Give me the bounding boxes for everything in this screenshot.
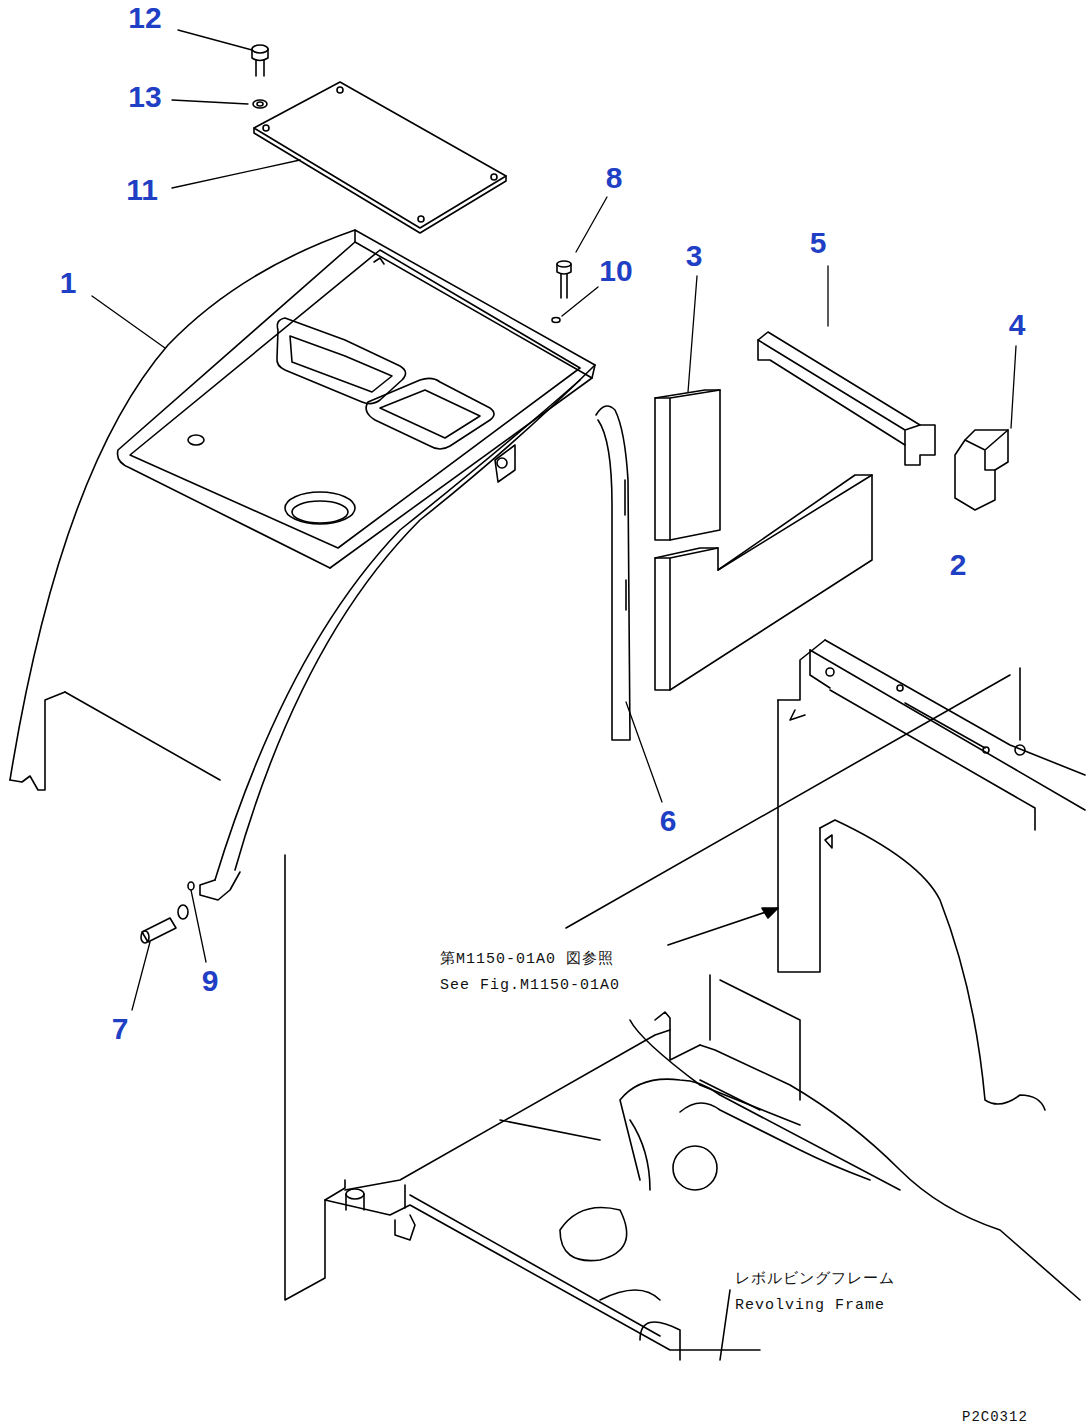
callout-number: 3 <box>686 241 703 271</box>
part-name: レボルビングフレーム <box>733 1271 897 1288</box>
callout-number: 7 <box>112 1014 129 1044</box>
callout-number: 13 <box>128 82 161 112</box>
callout-number: 1 <box>60 268 77 298</box>
reference-arrow <box>668 908 778 945</box>
insulation-parts <box>596 332 1008 740</box>
leader-lines <box>92 30 1016 1010</box>
bolt-8 <box>552 261 571 323</box>
console-cover <box>10 230 595 900</box>
revolving-frame <box>285 640 1085 1360</box>
callout-number: 10 <box>599 256 632 286</box>
reference-note: 第M1150-01A0 図参照 <box>438 951 616 968</box>
cover-plate <box>254 82 506 233</box>
callout-number: 6 <box>660 806 677 836</box>
callout-number: 4 <box>1009 310 1026 340</box>
part-name: Revolving Frame <box>733 1297 887 1314</box>
reference-note: See Fig.M1150-01A0 <box>438 977 622 994</box>
callout-number: 12 <box>128 3 161 33</box>
drawing-code: P2C0312 <box>962 1410 1028 1424</box>
bolt-7 <box>141 882 194 943</box>
bolt-12 <box>252 45 268 108</box>
callout-number: 5 <box>810 228 827 258</box>
callout-number: 2 <box>950 550 967 580</box>
callout-number: 11 <box>126 175 158 205</box>
callout-number: 9 <box>202 966 219 996</box>
callout-number: 8 <box>606 163 623 193</box>
